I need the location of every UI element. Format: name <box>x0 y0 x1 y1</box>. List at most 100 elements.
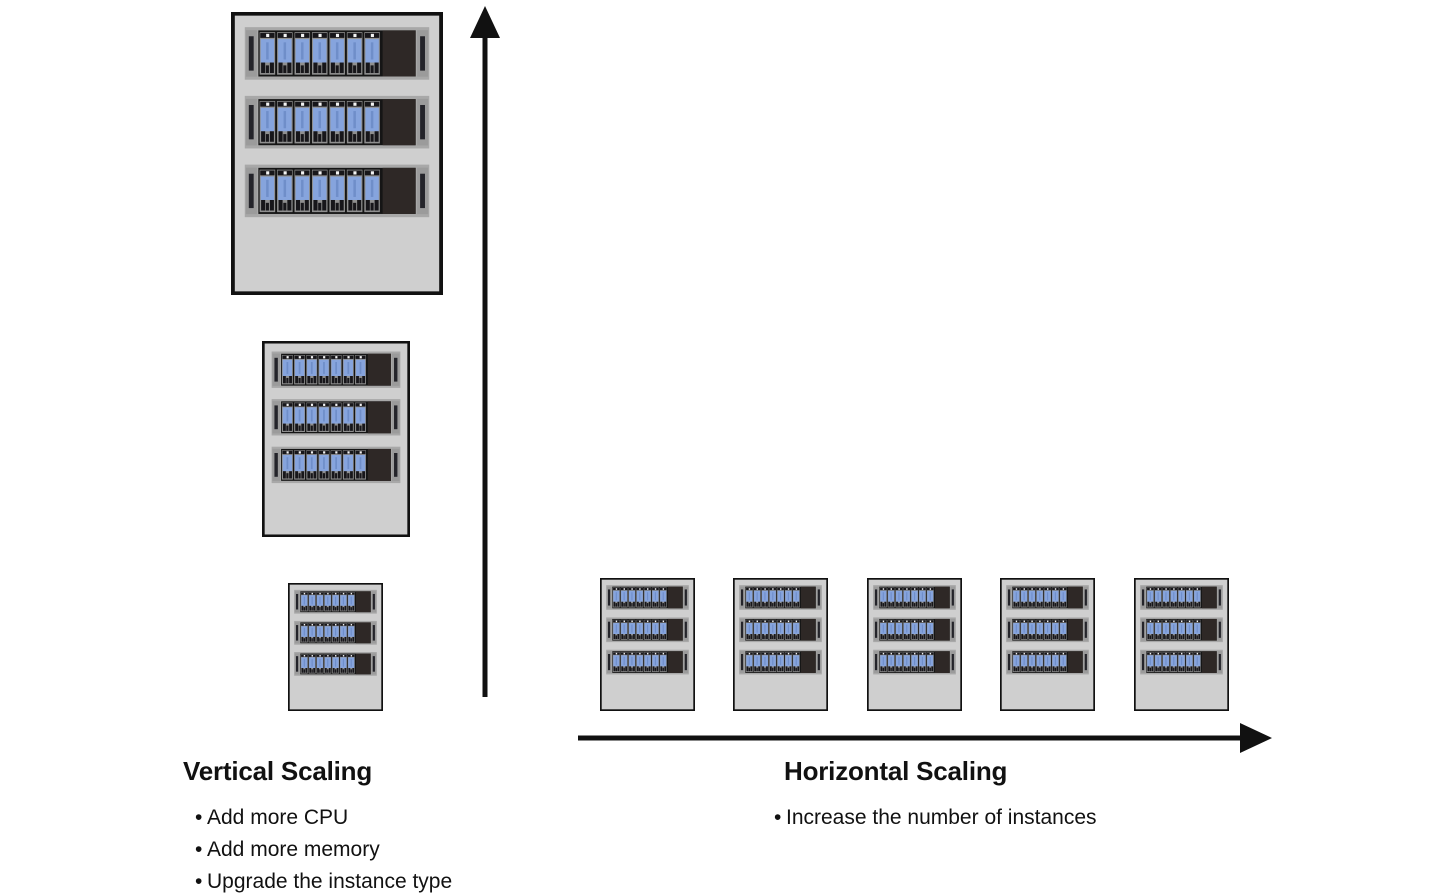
blade-module <box>330 355 342 385</box>
blade-module <box>612 587 620 608</box>
blade-module <box>330 402 342 432</box>
blade-module <box>355 402 366 432</box>
blade-module <box>1170 587 1178 608</box>
blade-module <box>1044 652 1052 673</box>
blade-module <box>1162 619 1170 640</box>
blade-module <box>311 169 328 213</box>
rack-unit <box>271 351 401 388</box>
blade-module <box>364 32 380 75</box>
vertical-scaling-bullet-3: •Upgrade the instance type <box>195 866 452 894</box>
blade-module <box>316 592 324 612</box>
vertical-scaling-bullet-1: •Add more CPU <box>195 802 452 834</box>
blade-module <box>1059 652 1067 673</box>
blade-module <box>651 587 659 608</box>
bullet-marker-icon: • <box>195 838 203 861</box>
blade-module <box>1162 587 1170 608</box>
server-rack <box>867 578 962 711</box>
blade-module <box>887 587 895 608</box>
blade-module <box>1044 619 1052 640</box>
blade-module <box>792 652 800 673</box>
blade-module <box>308 592 316 612</box>
blade-module <box>294 402 306 432</box>
blade-module <box>1178 587 1186 608</box>
blade-module <box>355 450 366 480</box>
blade-module <box>620 652 628 673</box>
rack-unit <box>294 620 377 645</box>
rack-unit <box>1006 649 1089 675</box>
blade-module <box>1051 619 1059 640</box>
server-rack <box>231 12 443 295</box>
blade-module <box>294 169 311 213</box>
rack-unit <box>739 649 822 675</box>
blade-module <box>311 32 328 75</box>
blade-module <box>347 654 355 674</box>
blade-module <box>364 100 380 144</box>
blade-module <box>1170 619 1178 640</box>
blade-module <box>659 587 667 608</box>
blade-module <box>1059 587 1067 608</box>
rack-unit <box>606 617 689 643</box>
blade-module <box>277 169 293 213</box>
rack-unit <box>1140 617 1223 643</box>
blade-module <box>644 619 652 640</box>
server-rack <box>600 578 695 711</box>
blade-module <box>281 355 293 385</box>
blade-module <box>347 623 355 643</box>
blade-module <box>332 654 340 674</box>
blade-module <box>1012 652 1020 673</box>
blade-module <box>1059 619 1067 640</box>
blade-module <box>644 652 652 673</box>
blade-module <box>318 402 330 432</box>
blade-module <box>903 652 911 673</box>
blade-module <box>879 652 887 673</box>
blade-module <box>1012 587 1020 608</box>
blade-module <box>895 652 903 673</box>
blade-module <box>895 619 903 640</box>
blade-module <box>364 169 380 213</box>
blade-module <box>308 623 316 643</box>
blade-module <box>281 450 293 480</box>
blade-module <box>1185 652 1193 673</box>
blade-module <box>311 100 328 144</box>
vertical-scaling-bullet-label: Add more memory <box>207 838 380 861</box>
rack-unit <box>244 27 430 80</box>
blade-module <box>1154 652 1162 673</box>
blade-module <box>887 652 895 673</box>
blade-module <box>332 592 340 612</box>
bullet-marker-icon: • <box>195 870 203 893</box>
blade-module <box>620 587 628 608</box>
blade-module <box>342 355 354 385</box>
blade-module <box>1044 587 1052 608</box>
blade-module <box>745 587 753 608</box>
blade-module <box>1178 619 1186 640</box>
blade-module <box>777 652 785 673</box>
blade-module <box>308 654 316 674</box>
blade-module <box>329 32 345 75</box>
blade-module <box>792 619 800 640</box>
rack-unit <box>271 446 401 484</box>
blade-module <box>761 587 769 608</box>
server-rack <box>1134 578 1229 711</box>
blade-module <box>792 587 800 608</box>
rack-unit <box>294 589 377 614</box>
rack-unit <box>1006 585 1089 610</box>
blade-module <box>1162 652 1170 673</box>
blade-module <box>911 619 919 640</box>
blade-module <box>753 652 761 673</box>
blade-module <box>769 652 777 673</box>
rack-unit <box>1006 617 1089 643</box>
blade-module <box>316 654 324 674</box>
blade-module <box>644 587 652 608</box>
blade-module <box>294 450 306 480</box>
blade-module <box>259 100 276 144</box>
rack-unit <box>739 617 822 643</box>
blade-module <box>1193 652 1201 673</box>
blade-module <box>332 623 340 643</box>
blade-module <box>903 587 911 608</box>
horizontal-scaling-axis <box>578 723 1272 753</box>
blade-module <box>1178 652 1186 673</box>
blade-module <box>339 623 347 643</box>
blade-module <box>347 592 355 612</box>
blade-module <box>761 619 769 640</box>
blade-module <box>784 619 792 640</box>
